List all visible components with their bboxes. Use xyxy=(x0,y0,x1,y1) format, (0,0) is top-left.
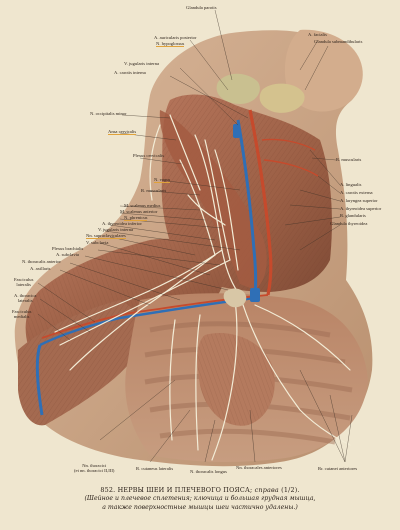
label-a-axillaris: A. axillaris xyxy=(30,266,51,271)
jugular-vein xyxy=(236,119,258,299)
face-region xyxy=(284,29,363,112)
muscle-fibers xyxy=(161,94,332,292)
caption-title: 852. НЕРВЫ ШЕИ И ПЛЕЧЕВОГО ПОЯСА; справа… xyxy=(100,486,300,494)
label-glandula-parotis: Glandula parotis xyxy=(186,5,217,10)
label-n-hypoglossus: N. hypoglossus xyxy=(156,41,185,47)
nerve-plexus xyxy=(54,114,351,461)
vein-segment xyxy=(233,124,240,138)
label-nn-thoracales-anteriores: Nn. thoracales anteriores xyxy=(236,465,282,470)
pectoralis-fibers xyxy=(197,333,275,426)
label-n-thoracalis-anterior: N. thoracalis anterior xyxy=(22,259,61,264)
lingual-facial-arteries xyxy=(261,138,319,177)
label-plexus-cervicalis: Plexus cervicalis xyxy=(133,153,164,158)
label-r-glandularis: R. glandularis xyxy=(340,213,366,218)
arm-fibers xyxy=(18,300,144,426)
label-rr-cutanei-anteriores: Rr. cutanei anteriores xyxy=(318,466,358,471)
subclavian-vein xyxy=(39,296,256,347)
label-fasciculus-lateralis: Fasciculus lateralis xyxy=(14,277,34,287)
label-n-thoracalis-longus: N. thoracalis longus xyxy=(190,469,227,474)
label-a-thyreoidea-inferior: A. thyreoidea inferior xyxy=(102,221,142,226)
label-fasciculus-medialis: Fasciculus medialis xyxy=(12,309,32,319)
label-a-carotis-interna: A. carotis interna xyxy=(114,70,146,75)
vein-segment-subclavian xyxy=(250,288,260,302)
label-v-jugularis-interna: V. jugularis interna xyxy=(124,61,159,66)
clavicle-stump xyxy=(223,288,247,308)
label-n-vagus: N. vagus xyxy=(154,177,171,183)
arm-vein xyxy=(35,344,44,416)
label-a-lingualis: A. lingualis xyxy=(340,182,362,187)
figure-caption: 852. НЕРВЫ ШЕИ И ПЛЕЧЕВОГО ПОЯСА; справа… xyxy=(20,486,380,512)
label-m-scalenus-anterior: M. scalenus anterior xyxy=(120,209,158,214)
label-a-laryngea-superior: A. laryngea superior xyxy=(340,198,378,203)
label-v-jugularis-interna-2: V. jugularis interna xyxy=(98,227,133,232)
label-m-scalenus-medius: M. scalenus medius xyxy=(124,203,161,208)
label-n-phrenicus: N. phrenicus xyxy=(124,215,148,221)
label-a-carotis-externa: A. carotis externa xyxy=(340,190,373,195)
label-a-auricularis-posterior: A. auricularis posterior xyxy=(154,35,197,40)
label-v-subclavia: V. subclavia xyxy=(86,240,109,245)
anatomical-illustration xyxy=(14,9,373,467)
leader-lines xyxy=(37,9,353,463)
label-nn-supraclaviculares: Nn. supraclaviculares xyxy=(86,233,126,239)
label-glandula-submandibularis: Glandula submandibularis xyxy=(314,39,363,44)
label-nn-thoracici: Nn. thoracici (et nn. thoracici II,III) xyxy=(74,463,115,473)
label-r-muscularis-left: R. muscularis xyxy=(141,188,167,193)
label-n-occipitalis-minor: N. occipitalis minor xyxy=(90,111,127,116)
carotid-artery xyxy=(248,109,273,296)
label-a-thyreoidea-superior: A. thyreoidea superior xyxy=(340,206,382,211)
label-a-subclavia: A. subclavia xyxy=(56,252,79,257)
label-plexus-brachialis: Plexus brachialis xyxy=(52,246,84,251)
label-a-facialis: A. facialis xyxy=(308,32,327,37)
caption-line-2: (Шейное и плечевое сплетения; ключица и … xyxy=(84,495,316,502)
label-glandula-thyreoidea: Glandula thyreoidea xyxy=(330,221,368,226)
label-ansa-cervicalis: Ansa cervicalis xyxy=(108,129,137,135)
label-r-cutaneus-lateralis: R. cutaneus lateralis xyxy=(136,466,174,471)
submandibular-gland xyxy=(259,83,305,113)
label-a-thoracica-lateralis: A. thoracica lateralis xyxy=(14,293,37,303)
label-r-muscularis-upper: R. muscularis xyxy=(336,157,362,162)
caption-line-3: а также поверхностные мышцы шеи частично… xyxy=(102,503,298,511)
parotid-gland xyxy=(216,73,260,104)
